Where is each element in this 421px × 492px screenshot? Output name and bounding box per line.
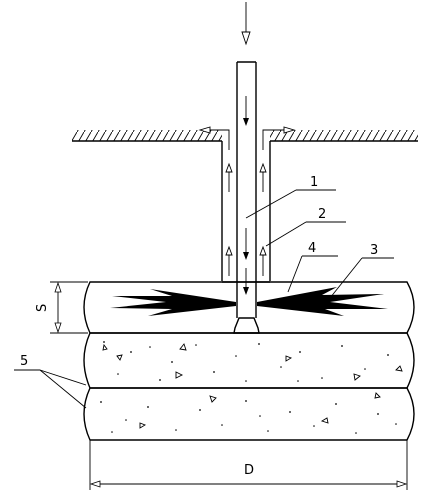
annulus-flow-arrows	[225, 162, 267, 276]
concrete-texture	[100, 341, 397, 434]
dimension-d	[89, 440, 408, 490]
label-layer-thickness: S	[35, 304, 50, 312]
label-layers: 5	[20, 354, 28, 369]
label-casing: 2	[318, 207, 326, 222]
pipe-flow-arrows	[243, 96, 249, 295]
label-gap: 4	[308, 241, 316, 256]
leader-lines	[14, 189, 394, 409]
nozzle	[233, 317, 260, 334]
label-pipe: 1	[310, 175, 318, 190]
casing	[221, 141, 271, 281]
fracture-left	[110, 289, 236, 316]
outlet-arrows	[198, 126, 296, 150]
label-fracture: 3	[370, 243, 378, 258]
fracture-right	[257, 287, 388, 316]
dimension-s	[50, 281, 88, 334]
label-diameter: D	[244, 463, 254, 478]
aggregate-triangles	[102, 343, 403, 429]
inlet-arrow	[241, 2, 251, 46]
injection-pipe	[236, 61, 257, 318]
ground-surface	[72, 130, 418, 142]
